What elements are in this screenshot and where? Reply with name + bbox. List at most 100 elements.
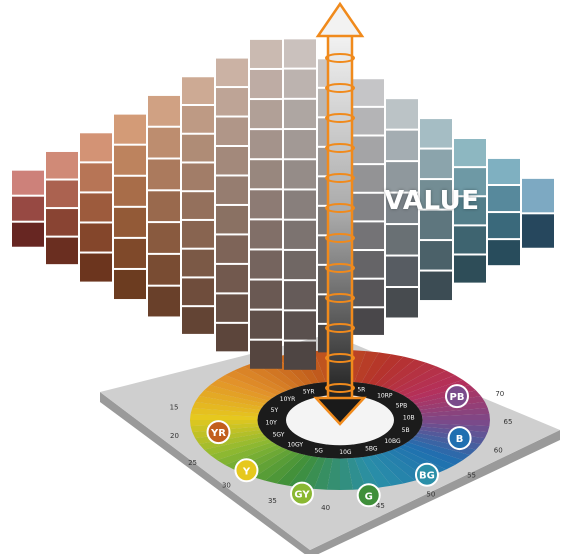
color-chip-block (488, 213, 520, 239)
color-chip-block (488, 158, 520, 184)
outer-hue-number: 40 (321, 504, 330, 512)
hue-code-label: 10GY (287, 441, 303, 448)
color-chip-block (216, 58, 248, 87)
hue-wheel-segment (217, 375, 277, 398)
hue-wheel-segment (422, 413, 490, 420)
color-chip-block (420, 180, 452, 209)
color-chip-block (522, 178, 554, 213)
color-chip-block (216, 294, 248, 322)
hue-wheel-segment (276, 454, 312, 486)
color-chip-block (386, 193, 418, 224)
color-chip-block (80, 133, 112, 162)
color-chip-block (284, 311, 316, 340)
color-chip-block (216, 117, 248, 145)
hue-wheel-segment (192, 401, 261, 414)
color-chip-block (80, 253, 112, 282)
outer-hue-number: 65 (504, 418, 513, 426)
hue-wheel-segment (361, 456, 392, 488)
hue-badge-label: G (365, 491, 373, 502)
hue-badge: YR (206, 420, 231, 445)
color-chip-block (182, 307, 214, 334)
hue-wheel-segment (398, 370, 455, 396)
color-chip-block (182, 77, 214, 104)
color-chip-block (250, 100, 282, 129)
value-axis-ring (325, 53, 355, 63)
color-chip-block (488, 185, 520, 212)
hue-badge: PB (444, 384, 469, 409)
color-chip-block (250, 250, 282, 279)
color-chip-block (148, 191, 180, 222)
base-plate-side (100, 392, 560, 558)
color-chip-block (454, 139, 486, 167)
hue-wheel-segment (225, 370, 282, 396)
hue-wheel-segment (421, 407, 490, 417)
color-chip-block (80, 223, 112, 252)
color-chip-block (352, 222, 384, 250)
color-chip-block (386, 99, 418, 129)
color-chip-block (250, 310, 282, 339)
color-chip-block (454, 197, 486, 225)
color-chip-block (46, 209, 78, 236)
value-axis-top-arrowhead (315, 1, 365, 38)
color-chip-block (386, 130, 418, 161)
hue-wheel-segment (265, 453, 306, 484)
hue-wheel-segment (393, 366, 447, 393)
outer-hue-number: 70 (495, 390, 504, 398)
color-chip-block (420, 119, 452, 148)
hue-wheel-segment (340, 458, 354, 490)
color-chip-block (284, 220, 316, 249)
color-chip-block (182, 134, 214, 162)
color-chip-block (352, 279, 384, 307)
color-chip-block (216, 176, 248, 204)
color-chip-block (80, 193, 112, 222)
value-axis-ring (325, 293, 355, 303)
hue-badge-label: YR (210, 428, 226, 439)
color-chip-block (216, 264, 248, 293)
color-chip-block (420, 210, 452, 240)
color-chip-block (352, 308, 384, 335)
color-solid-blocks (12, 39, 554, 370)
color-chip-block (80, 163, 112, 192)
color-chip-block (216, 88, 248, 116)
color-chip-block (148, 254, 180, 285)
color-chip-block (182, 105, 214, 133)
value-axis-arrow (313, 1, 367, 426)
hue-badge-label: BG (419, 471, 435, 482)
hue-badge-label: B (456, 434, 464, 445)
outer-hue-number: 55 (467, 471, 476, 479)
hue-wheel-segment (199, 433, 266, 450)
color-chip-block (182, 192, 214, 219)
hue-wheel-segment (374, 453, 415, 484)
hue-wheel-segment (190, 413, 258, 420)
color-chip-block (488, 240, 520, 266)
outer-hue-number: 20 (170, 432, 179, 440)
color-chip-block (454, 255, 486, 283)
value-axis-ring (325, 233, 355, 243)
hue-badge: Y (234, 458, 259, 483)
hue-wheel-segment (233, 366, 287, 393)
hue-wheel-segment (387, 362, 437, 391)
hue-wheel-segment (403, 375, 463, 398)
value-axis-ring (325, 83, 355, 93)
color-chip-block (114, 207, 146, 237)
color-chip-block (250, 160, 282, 189)
color-chip-block (352, 251, 384, 278)
color-chip-block (216, 235, 248, 263)
hue-wheel-segment (210, 439, 273, 461)
hue-badge-label: PB (450, 392, 465, 403)
hue-code-label: 10BG (384, 438, 401, 445)
color-chip-block (148, 95, 180, 126)
color-chip-block (352, 107, 384, 135)
color-chip-block (114, 145, 146, 175)
color-chip-block (250, 190, 282, 219)
value-axis-label: VALUE (384, 186, 480, 216)
color-chip-block (148, 286, 180, 317)
hue-wheel-segment (347, 457, 367, 490)
color-chip-block (182, 278, 214, 306)
hue-badge: B (447, 426, 472, 451)
hue-wheel-segment (368, 454, 404, 486)
color-chip-block (250, 69, 282, 99)
hue-wheel-segment (407, 439, 470, 461)
